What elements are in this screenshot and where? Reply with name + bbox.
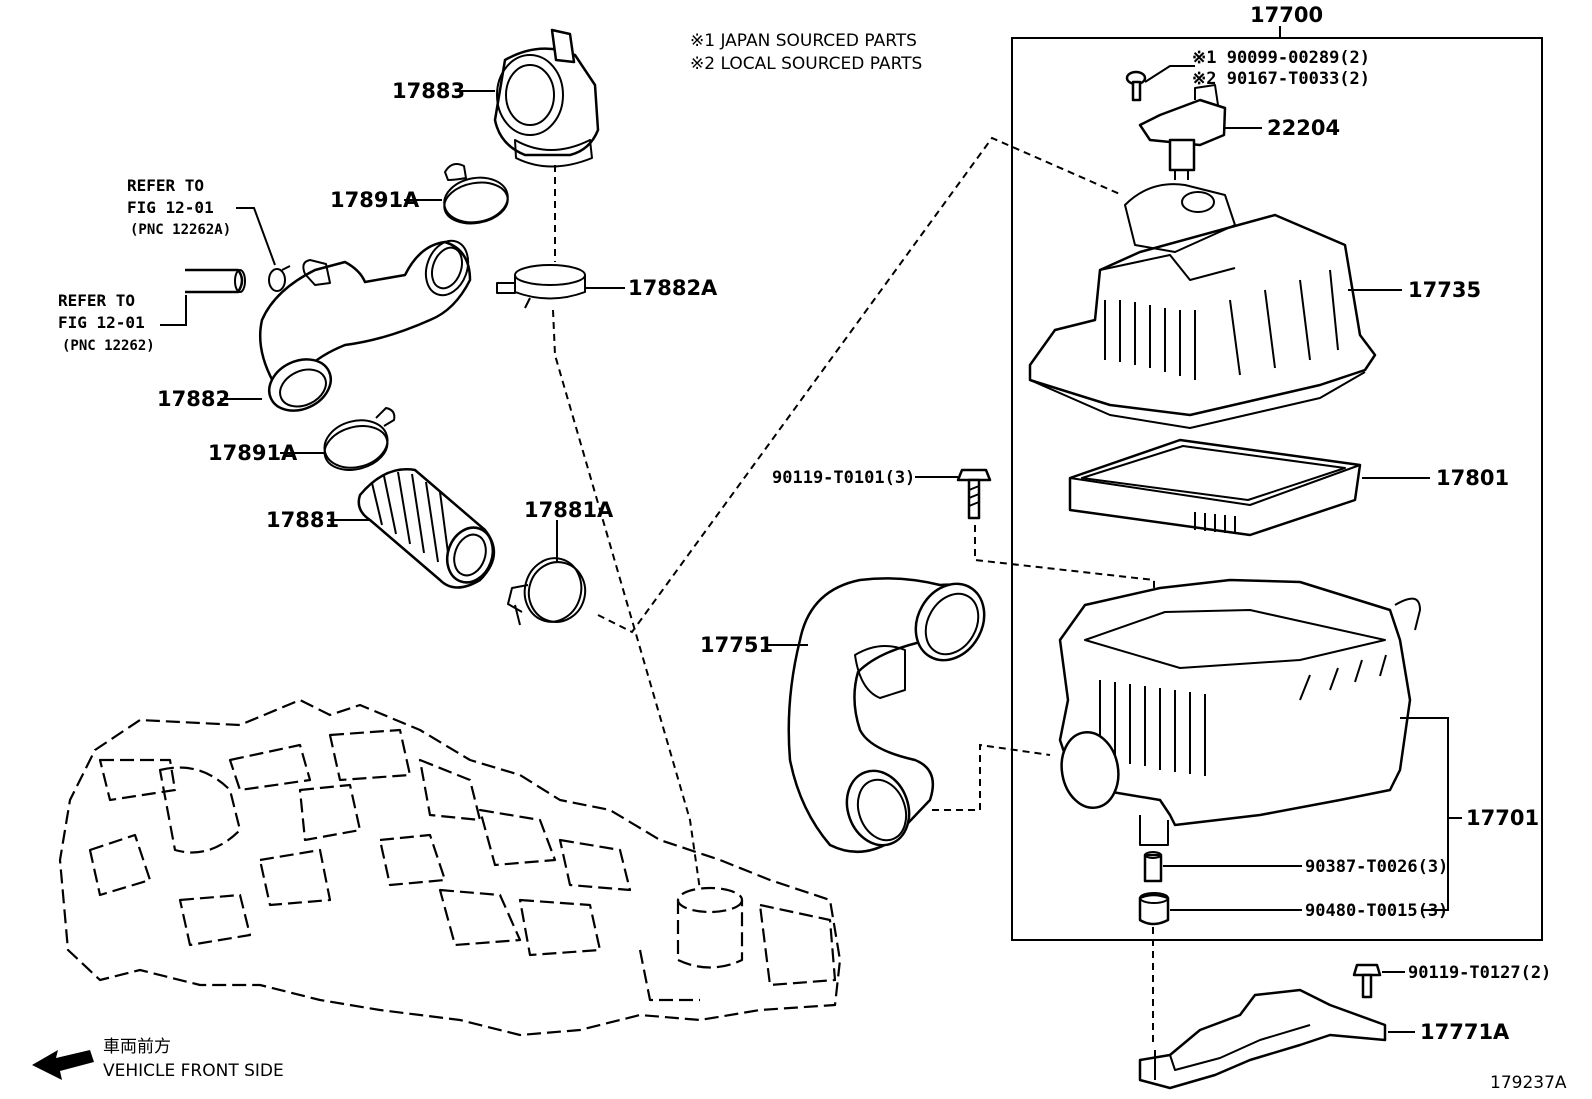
callout-17771A[interactable]: 17771A (1420, 1020, 1510, 1044)
callout-17881[interactable]: 17881 (266, 508, 339, 532)
part-17881A[interactable] (507, 552, 592, 628)
callout-90119-T0101[interactable]: 90119-T0101(3) (772, 468, 915, 488)
leader-ref-a (236, 207, 276, 266)
part-17891A-bottom[interactable] (319, 407, 396, 477)
ref-b-line3: (PNC 12262) (62, 338, 155, 354)
ref-b-line2: FIG 12-01 (58, 313, 145, 332)
assembly-box-17700 (1011, 37, 1543, 941)
part-17801-element[interactable] (1068, 438, 1362, 537)
direction-label-jp: 車両前方 (103, 1037, 171, 1057)
note-japan-sourced: ※1 JAPAN SOURCED PARTS (690, 31, 917, 51)
part-22204-airflow-sensor[interactable] (1138, 84, 1227, 180)
direction-label-en: VEHICLE FRONT SIDE (103, 1061, 284, 1081)
part-17883[interactable] (493, 28, 600, 168)
dashline-17751-case (932, 743, 1051, 811)
ref-a-line3: (PNC 12262A) (130, 222, 231, 238)
callout-17801[interactable]: 17801 (1436, 466, 1509, 490)
front-direction-arrow-icon (32, 1050, 94, 1080)
part-17751[interactable] (787, 571, 998, 854)
part-17882[interactable] (258, 235, 475, 420)
engine-phantom-outline (58, 698, 842, 1037)
part-90119-T0101[interactable] (956, 468, 992, 520)
callout-90480[interactable]: 90480-T0015(3) (1305, 901, 1448, 921)
part-90480-grommet[interactable] (1138, 892, 1170, 926)
part-90387-collar[interactable] (1143, 851, 1163, 883)
callout-17891A-bottom[interactable]: 17891A (208, 441, 298, 465)
ref-b-line1: REFER TO (58, 291, 135, 310)
leader-17701-bracket (1400, 717, 1449, 911)
note-local-sourced: ※2 LOCAL SOURCED PARTS (690, 54, 922, 74)
part-screw-90099[interactable] (1125, 70, 1147, 102)
callout-screw-1[interactable]: ※1 90099-00289(2) (1192, 48, 1370, 68)
callout-90119-T0127[interactable]: 90119-T0127(2) (1408, 963, 1551, 983)
leader-ref-b (160, 295, 187, 326)
part-17882A[interactable] (496, 264, 586, 309)
part-ref-12262A[interactable] (268, 265, 291, 292)
figure-id: 179237A (1490, 1073, 1567, 1093)
ref-a-line1: REFER TO (127, 176, 204, 195)
callout-17751[interactable]: 17751 (700, 633, 773, 657)
callout-17883[interactable]: 17883 (392, 79, 465, 103)
part-17891A-top[interactable] (441, 163, 512, 228)
part-90119-T0127[interactable] (1352, 963, 1382, 999)
callout-17882A[interactable]: 17882A (628, 276, 718, 300)
leader-screw (1144, 65, 1195, 83)
part-ref-12262[interactable] (185, 268, 246, 294)
part-17701-case[interactable] (1056, 578, 1421, 846)
dashline-17882A-engine (552, 309, 701, 891)
callout-22204[interactable]: 22204 (1267, 116, 1340, 140)
dashline-17881A-cap (597, 136, 1123, 634)
part-17881[interactable] (357, 468, 500, 589)
assembly-label-17700[interactable]: 17700 (1250, 3, 1323, 27)
callout-17882[interactable]: 17882 (157, 387, 230, 411)
callout-90387[interactable]: 90387-T0026(3) (1305, 857, 1448, 877)
part-17771A-bracket[interactable] (1138, 988, 1387, 1090)
callout-17701[interactable]: 17701 (1466, 806, 1539, 830)
callout-17891A-top[interactable]: 17891A (330, 188, 420, 212)
ref-a-line2: FIG 12-01 (127, 198, 214, 217)
callout-screw-2[interactable]: ※2 90167-T0033(2) (1192, 69, 1370, 89)
callout-17735[interactable]: 17735 (1408, 278, 1481, 302)
part-17735-cap[interactable] (1028, 183, 1377, 429)
